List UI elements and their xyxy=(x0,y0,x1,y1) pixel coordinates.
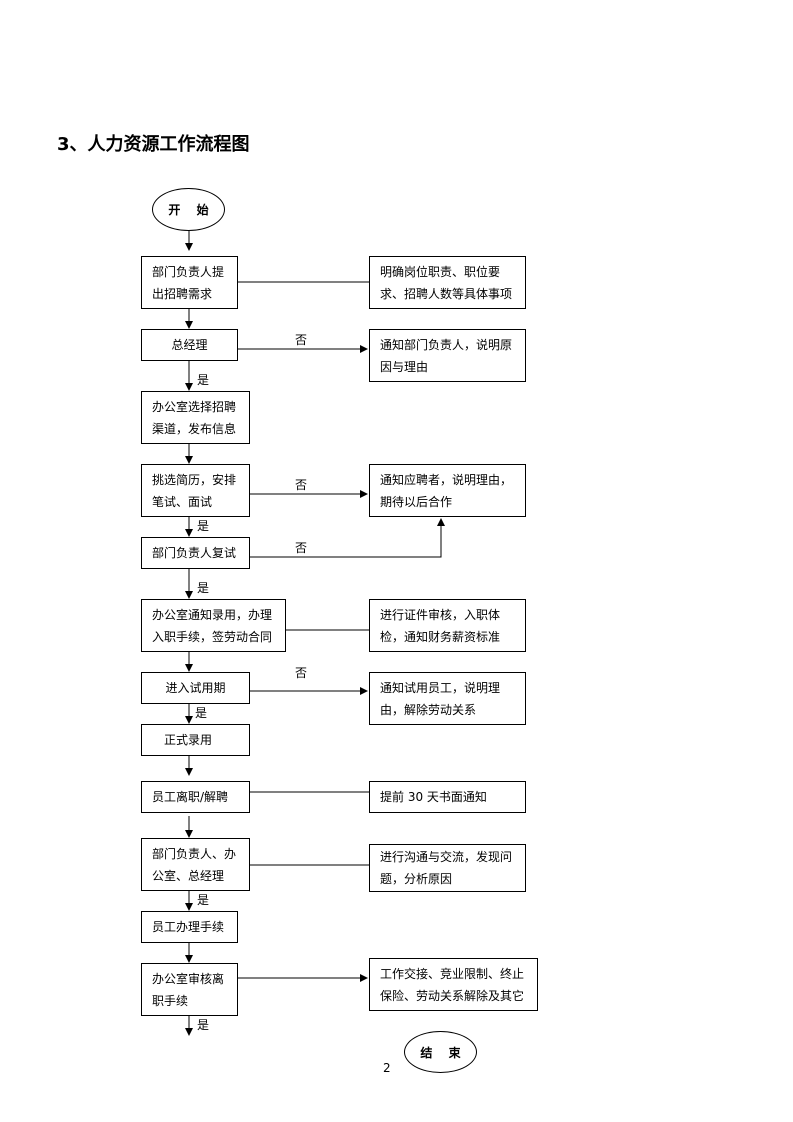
page-number: 2 xyxy=(383,1061,391,1075)
end-node: 结 束 xyxy=(404,1031,477,1073)
step-recruit-request: 部门负责人提出招聘需求 xyxy=(141,256,238,309)
step-screen-resumes: 挑选简历，安排笔试、面试 xyxy=(141,464,250,517)
note-clarify-duties: 明确岗位职责、职位要求、招聘人数等具体事项 xyxy=(369,256,526,309)
note-notify-probation-staff: 通知试用员工，说明理由，解除劳动关系 xyxy=(369,672,526,725)
note-communicate: 进行沟通与交流，发现问题，分析原因 xyxy=(369,844,526,892)
label-yes: 是 xyxy=(195,706,208,720)
note-notify-dept: 通知部门负责人，说明原因与理由 xyxy=(369,329,526,382)
label-yes: 是 xyxy=(197,581,210,595)
label-yes: 是 xyxy=(197,1018,210,1032)
step-audit-leave: 办公室审核离职手续 xyxy=(141,963,238,1016)
step-probation: 进入试用期 xyxy=(141,672,250,704)
step-resign-dismiss: 员工离职/解聘 xyxy=(141,781,250,813)
page-title: 3、人力资源工作流程图 xyxy=(57,134,250,155)
step-notify-hire: 办公室通知录用，办理入职手续，签劳动合同 xyxy=(141,599,286,652)
label-no: 否 xyxy=(295,478,308,492)
step-general-manager: 总经理 xyxy=(141,329,238,361)
note-verify-documents: 进行证件审核，入职体检，通知财务薪资标准 xyxy=(369,599,526,652)
label-no: 否 xyxy=(295,541,308,555)
label-yes: 是 xyxy=(197,519,210,533)
step-dept-reinterview: 部门负责人复试 xyxy=(141,537,250,569)
note-notify-applicant: 通知应聘者，说明理由，期待以后合作 xyxy=(369,464,526,517)
label-yes: 是 xyxy=(197,893,210,907)
note-30-day-notice: 提前 30 天书面通知 xyxy=(369,781,526,813)
start-node: 开 始 xyxy=(152,188,225,231)
step-dept-office-gm: 部门负责人、办公室、总经理 xyxy=(141,838,250,891)
note-handover: 工作交接、竞业限制、终止保险、劳动关系解除及其它 xyxy=(369,958,538,1011)
step-employee-procedures: 员工办理手续 xyxy=(141,911,238,943)
step-formal-hire: 正式录用 xyxy=(141,724,250,756)
step-select-channel: 办公室选择招聘渠道，发布信息 xyxy=(141,391,250,444)
label-yes: 是 xyxy=(197,373,210,387)
label-no: 否 xyxy=(295,666,308,680)
label-no: 否 xyxy=(295,333,308,347)
